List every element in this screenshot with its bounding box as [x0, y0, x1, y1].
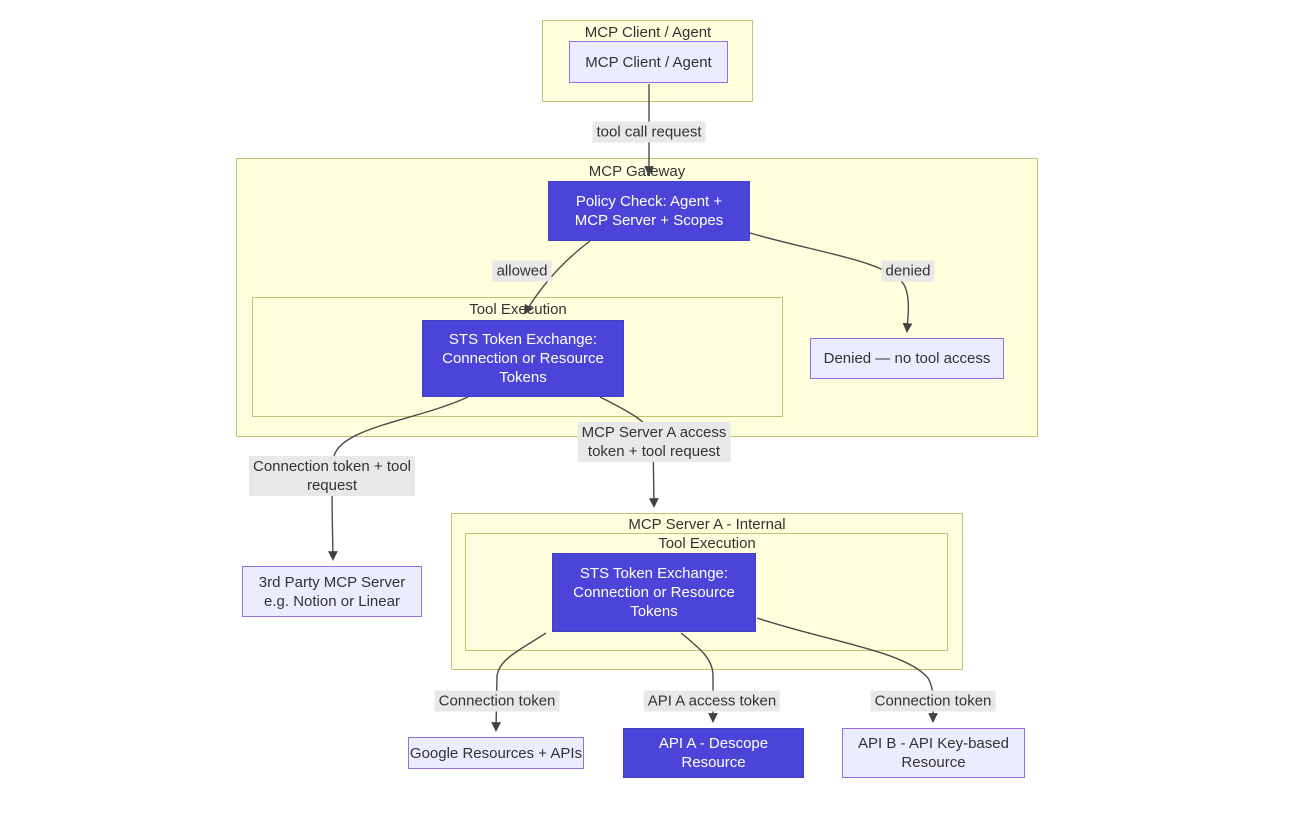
- edge-label-allowed: allowed: [492, 260, 552, 282]
- edge-label-tool-call-request: tool call request: [592, 121, 706, 143]
- edge-label-server-a-access-token: MCP Server A access token + tool request: [577, 422, 731, 462]
- node-api-a-descope-resource: API A - Descope Resource: [623, 728, 804, 778]
- node-google-resources-apis: Google Resources + APIs: [408, 737, 584, 769]
- cluster-title-mcp-gateway: MCP Gateway: [588, 163, 686, 180]
- node-sts-token-exchange-gateway: STS Token Exchange: Connection or Resour…: [422, 320, 624, 397]
- node-mcp-client-agent: MCP Client / Agent: [569, 41, 728, 83]
- node-policy-check: Policy Check: Agent + MCP Server + Scope…: [548, 181, 750, 241]
- node-sts-token-exchange-server-a: STS Token Exchange: Connection or Resour…: [552, 553, 756, 632]
- node-api-b-api-key-resource: API B - API Key-based Resource: [842, 728, 1025, 778]
- edge-label-connection-token-tool-request: Connection token + tool request: [248, 456, 416, 496]
- cluster-title-gateway-tool-execution: Tool Execution: [469, 301, 567, 318]
- cluster-title-server-a-tool-execution: Tool Execution: [658, 535, 756, 552]
- edge-label-connection-token-google: Connection token: [434, 690, 560, 712]
- edge-label-denied: denied: [881, 260, 935, 282]
- node-third-party-mcp-server: 3rd Party MCP Server e.g. Notion or Line…: [242, 566, 422, 617]
- edge-label-api-a-access-token: API A access token: [643, 690, 781, 712]
- cluster-title-mcp-server-a: MCP Server A - Internal: [628, 516, 786, 533]
- cluster-title-mcp-client: MCP Client / Agent: [584, 24, 712, 41]
- node-denied-no-tool-access: Denied — no tool access: [810, 338, 1004, 379]
- edge-label-connection-token-api-b: Connection token: [870, 690, 996, 712]
